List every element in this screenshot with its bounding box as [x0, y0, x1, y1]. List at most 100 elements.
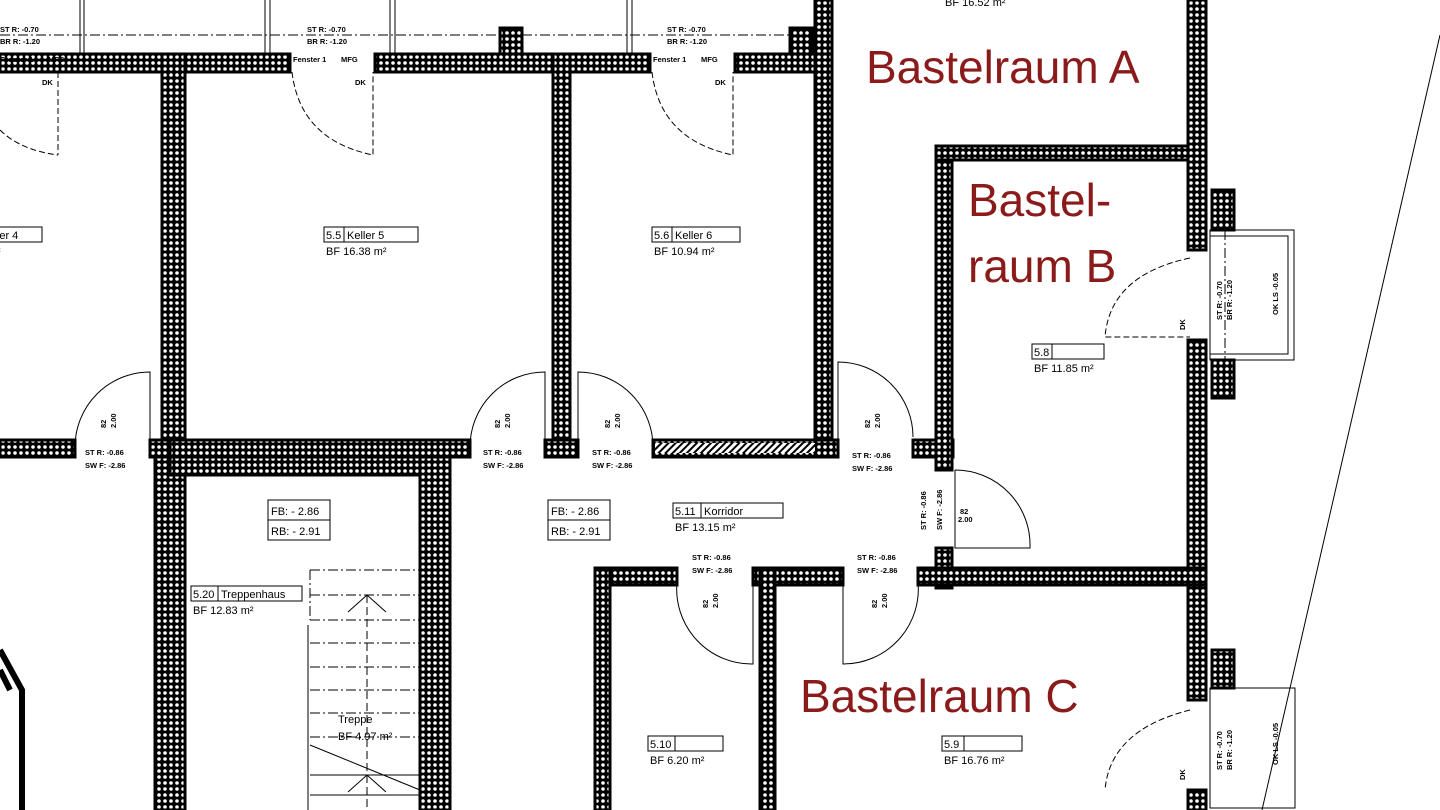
window-sill-level: ST R: -0.70 — [0, 25, 39, 34]
door-height: 2.00 — [880, 593, 889, 608]
window-parapet-level: BR R: -1.20 — [0, 37, 40, 46]
wall — [0, 438, 77, 459]
wall — [1210, 358, 1236, 400]
door-threshold-level: ST R: -0.86 — [852, 451, 891, 460]
window-opening-type: DK — [355, 78, 366, 87]
window-top-level: OK LS -0.05 — [1271, 273, 1280, 315]
wall — [148, 438, 172, 459]
wall — [813, 438, 840, 459]
window-opening-type: DK — [42, 78, 53, 87]
window-sill-level: ST R: -0.70 — [1215, 281, 1224, 320]
door-wall-level: SW F: -2.86 — [852, 464, 892, 473]
wall — [160, 52, 187, 459]
room-area: BF 16.38 m² — [326, 246, 387, 258]
room-area: BF 16.76 m² — [944, 755, 1005, 767]
room-name-box — [671, 226, 741, 243]
window-parapet-level: BR R: -1.20 — [1225, 280, 1234, 320]
window-opening-type: DK — [1178, 319, 1187, 330]
door-height: 2.00 — [711, 593, 720, 608]
wall — [153, 455, 187, 810]
floor-level: FB: - 2.86 — [551, 506, 599, 518]
door-wall-level: SW F: -2.86 — [857, 566, 897, 575]
room-area: BF 6.20 m² — [650, 755, 705, 767]
door-threshold-level: ST R: -0.86 — [85, 448, 124, 457]
door-width: 82 — [493, 420, 502, 428]
door-wall-level: SW F: -2.86 — [85, 461, 125, 470]
wall — [934, 144, 954, 472]
room-area: BF 10.94 m² — [654, 246, 715, 258]
room-number: 5.20 — [193, 589, 214, 601]
room-name-box — [674, 735, 724, 752]
window-name: Fenster 1 — [293, 55, 326, 64]
door-width: 82 — [99, 420, 108, 428]
wall — [168, 455, 452, 477]
door-threshold-level: ST R: -0.86 — [692, 553, 731, 562]
wall — [758, 566, 777, 810]
wall — [551, 52, 572, 459]
wall — [0, 52, 292, 74]
door-height: 2.00 — [503, 413, 512, 428]
door-threshold-level: ST R: -0.86 — [592, 448, 631, 457]
room-number: 5.11 — [675, 506, 696, 518]
room-number: 5.5 — [326, 230, 341, 242]
room-name-box — [700, 502, 784, 519]
wall — [813, 52, 834, 457]
handwritten-bastelraum-b: Bastel- — [968, 174, 1111, 226]
door-width: 82 — [603, 420, 612, 428]
door-width: 82 — [701, 600, 710, 608]
room-number: 5.6 — [654, 230, 669, 242]
door-wall-level: SW F: -2.86 — [692, 566, 732, 575]
door-height: 2.00 — [958, 515, 973, 524]
window-name: Fenster 1 — [0, 55, 33, 64]
handwritten-bastelraum-c: Bastelraum C — [800, 670, 1079, 722]
wall — [916, 566, 1208, 587]
room-name: Keller 4 — [0, 230, 18, 242]
wall — [1210, 648, 1236, 690]
window-sill-level: ST R: -0.70 — [1215, 731, 1224, 770]
room-area: BF 12.83 m² — [193, 605, 254, 617]
wall — [168, 438, 472, 459]
room-name-box — [343, 226, 419, 243]
room-number: 5.10 — [650, 739, 671, 751]
door-threshold-level: ST R: -0.86 — [857, 553, 896, 562]
room-number: 5.8 — [1034, 347, 1049, 359]
window-sill-level: ST R: -0.70 — [307, 25, 346, 34]
raw-floor-level: RB: - 2.91 — [551, 526, 601, 538]
door-height: 2.00 — [873, 413, 882, 428]
door-wall-level: SW F: -2.86 — [935, 490, 944, 530]
room-area: BF 13.67 m² — [0, 246, 1, 258]
room-name: Keller 5 — [347, 230, 384, 242]
window-parapet-level: BR R: -1.20 — [307, 37, 347, 46]
raw-floor-level: RB: - 2.91 — [271, 526, 321, 538]
window-top-level: OK LS -0.05 — [1271, 723, 1280, 765]
window-name: Fenster 1 — [653, 55, 686, 64]
stair-name: Treppe — [338, 714, 372, 726]
door-width: 82 — [863, 420, 872, 428]
wall — [1186, 0, 1208, 252]
stair-area: BF 4.97 m² — [338, 731, 393, 743]
door-wall-level: SW F: -2.86 — [483, 461, 523, 470]
door-height: 2.00 — [109, 413, 118, 428]
window-code: MFG — [341, 55, 358, 64]
room-area: BF 11.85 m² — [1034, 363, 1094, 375]
door-threshold-level: ST R: -0.86 — [483, 448, 522, 457]
handwritten-bastelraum-a: Bastelraum A — [866, 41, 1140, 93]
room-name-box — [217, 585, 303, 602]
wall — [498, 26, 524, 56]
window-code: MFG — [701, 55, 718, 64]
wall — [543, 438, 580, 459]
door-width: 82 — [960, 507, 968, 516]
room-area: BF 16.52 m² — [945, 0, 1006, 9]
room-name-box — [0, 226, 43, 243]
floor-level: FB: - 2.86 — [271, 506, 319, 518]
door-threshold-level: ST R: -0.86 — [919, 491, 928, 530]
wall — [593, 566, 612, 810]
window-opening-type: DK — [1178, 769, 1187, 780]
window-opening-type: DK — [715, 78, 726, 87]
handwritten-bastelraum-b: raum B — [968, 240, 1116, 292]
room-number: 5.9 — [944, 739, 959, 751]
room-name: Keller 6 — [675, 230, 712, 242]
